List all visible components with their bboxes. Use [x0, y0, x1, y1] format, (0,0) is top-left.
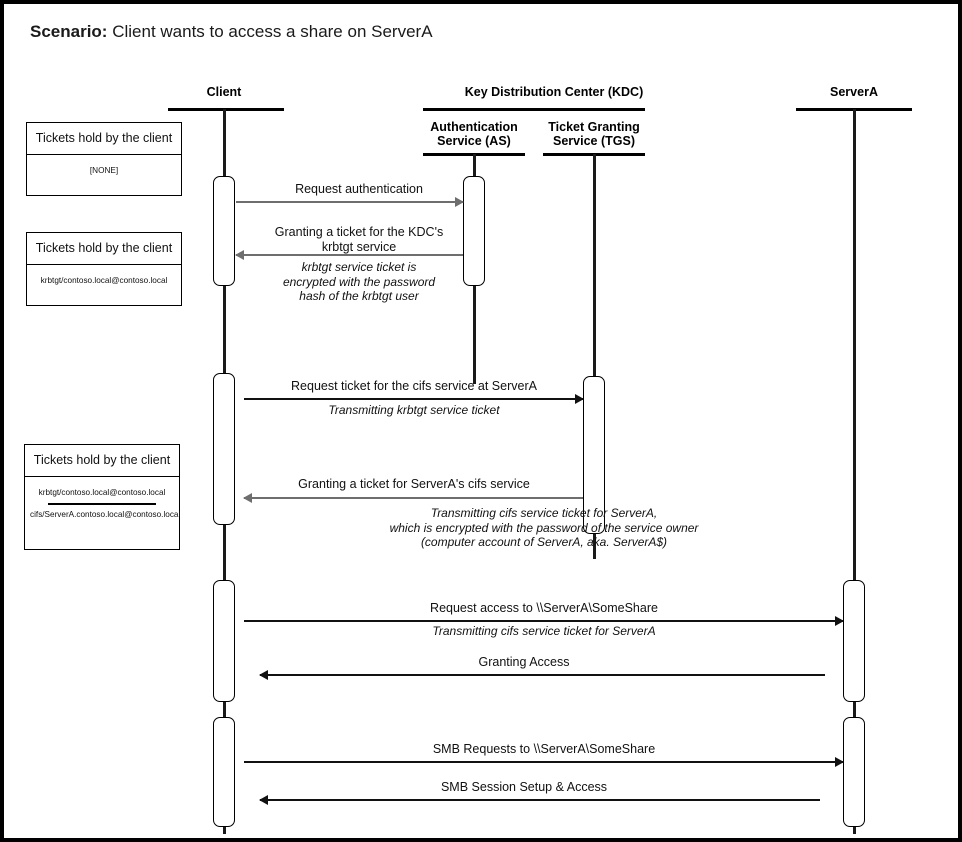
arrowhead-icon	[455, 197, 464, 208]
arrowhead-icon	[575, 394, 584, 405]
ticket-separator	[48, 503, 156, 505]
message-label-smb-requests: SMB Requests to \\ServerA\SomeShare	[432, 742, 656, 756]
activation-as-1	[463, 176, 485, 286]
ticket-box-initial-body: [NONE]	[27, 155, 181, 188]
activation-client-1	[213, 176, 235, 286]
arrowhead-icon	[235, 250, 244, 261]
activation-client-4	[213, 717, 235, 827]
arrowhead-icon	[835, 616, 844, 627]
activation-servera-2	[843, 717, 865, 827]
message-sub-request-share-access: Transmitting cifs service ticket for Ser…	[432, 624, 656, 638]
arrowhead-icon	[259, 795, 268, 806]
message-sub-granting-cifs-ticket: Transmitting cifs service ticket for Ser…	[389, 506, 699, 550]
lifeline-line-tgs	[593, 154, 596, 559]
title-prefix: Scenario:	[30, 22, 108, 41]
activation-servera-1	[843, 580, 865, 702]
message-arrow-request-cifs-ticket	[244, 394, 584, 405]
activation-client-3	[213, 580, 235, 702]
ticket-box-after-as: Tickets hold by the client krbtgt/contos…	[26, 232, 182, 306]
message-arrow-request-share-access	[244, 616, 844, 627]
ticket-item: krbtgt/contoso.local@contoso.local	[38, 487, 166, 497]
arrowhead-icon	[835, 757, 844, 768]
ticket-box-after-tgs-header: Tickets hold by the client	[25, 445, 179, 477]
lifeline-rule-kdc	[423, 108, 645, 111]
ticket-item: krbtgt/contoso.local@contoso.local	[40, 275, 168, 285]
lifeline-label-tgs: Ticket Granting Service (TGS)	[548, 120, 640, 148]
message-arrow-smb-requests	[244, 757, 844, 768]
message-arrow-granting-cifs-ticket	[243, 493, 583, 504]
ticket-item: cifs/ServerA.contoso.local@contoso.local	[30, 509, 181, 519]
lifeline-label-as: Authentication Service (AS)	[430, 120, 518, 148]
ticket-box-initial-header: Tickets hold by the client	[27, 123, 181, 155]
ticket-box-initial: Tickets hold by the client [NONE]	[26, 122, 182, 196]
arrowhead-icon	[259, 670, 268, 681]
lifeline-label-client: Client	[206, 85, 242, 99]
lifeline-label-kdc: Key Distribution Center (KDC)	[464, 85, 644, 99]
message-arrow-smb-session-setup	[259, 795, 820, 806]
message-label-smb-session-setup: SMB Session Setup & Access	[440, 780, 608, 794]
lifeline-line-servera	[853, 109, 856, 834]
message-arrow-granting-access	[259, 670, 825, 681]
message-sub-request-cifs-ticket: Transmitting krbtgt service ticket	[328, 403, 500, 417]
message-sub-granting-krbtgt-ticket: krbtgt service ticket is encrypted with …	[282, 260, 436, 304]
message-label-request-cifs-ticket: Request ticket for the cifs service at S…	[291, 379, 537, 393]
arrowhead-icon	[243, 493, 252, 504]
lifeline-label-servera: ServerA	[830, 85, 878, 99]
ticket-box-after-as-header: Tickets hold by the client	[27, 233, 181, 265]
message-label-granting-cifs-ticket: Granting a ticket for ServerA's cifs ser…	[298, 477, 530, 491]
activation-client-2	[213, 373, 235, 525]
message-arrow-request-authentication	[236, 197, 464, 208]
message-label-granting-access: Granting Access	[478, 655, 570, 669]
message-label-request-authentication: Request authentication	[295, 182, 423, 196]
ticket-box-after-as-body: krbtgt/contoso.local@contoso.local	[27, 265, 181, 298]
message-label-request-share-access: Request access to \\ServerA\SomeShare	[430, 601, 658, 615]
activation-tgs-1	[583, 376, 605, 534]
ticket-box-after-tgs-body: krbtgt/contoso.local@contoso.local cifs/…	[25, 477, 181, 532]
lifeline-rule-client	[168, 108, 284, 111]
ticket-box-after-tgs: Tickets hold by the client krbtgt/contos…	[24, 444, 180, 550]
page-title: Scenario: Client wants to access a share…	[30, 22, 433, 42]
message-arrow-granting-krbtgt-ticket	[235, 250, 463, 261]
ticket-item: [NONE]	[89, 165, 119, 175]
message-label-granting-krbtgt-ticket: Granting a ticket for the KDC's krbtgt s…	[274, 225, 444, 255]
title-text: Client wants to access a share on Server…	[107, 22, 433, 41]
